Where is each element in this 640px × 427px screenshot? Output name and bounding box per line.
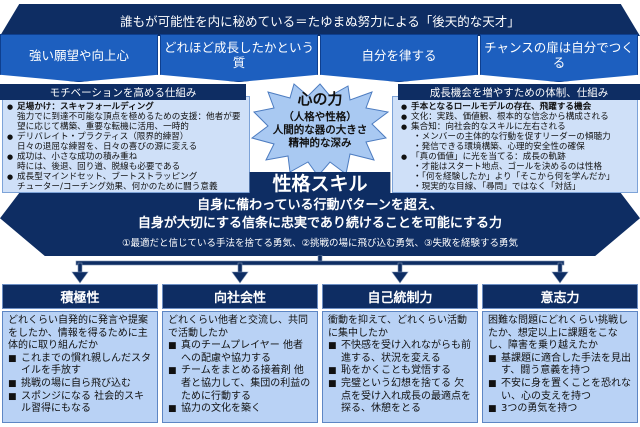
quality-box: どれほど成長したかという質: [160, 34, 318, 82]
column-title: 意志力: [482, 284, 638, 309]
column-title: 向社会性: [162, 284, 318, 309]
panel-bullet: 成長型マインドセット、ブートストラッピング: [7, 172, 245, 182]
column-intro: 衝動を抑えて、どれくらい活動に集中したか: [328, 315, 467, 339]
skill-desc: 自身に備わっている行動パターンを超え、: [197, 198, 443, 213]
column-item: チームをまとめる接着剤 他者と協力して、集団の利益のために行動する: [168, 365, 312, 403]
column-body: 困難な問題にどれくらい挑戦したか、想定以上に課題をこなし、障害を乗り越えたか基課…: [482, 311, 638, 423]
arrow-icon: [71, 262, 89, 284]
column-self-control: 自己統制力衝動を抑えて、どれくらい活動に集中したか不快感を受け入れながらも前進す…: [322, 284, 478, 424]
column-item: 基課題に適合した手法を見出す、闘う意義を持つ: [488, 353, 632, 378]
column-item: これまでの慣れ親しんだスタイルを手放す: [8, 353, 152, 378]
quality-box: 自分を律する: [320, 34, 478, 82]
connector-arrows: [71, 255, 569, 284]
panel-subitem: ・発信できる環境構築、心理的安全性の確保: [413, 142, 585, 152]
column-intro: 困難な問題にどれくらい挑戦したか、想定以上に課題をこなし、障害を乗り越えたか: [488, 315, 628, 352]
panel-bullet: 足場かけ：スキャフォールディング: [7, 102, 245, 112]
panel-bullet: デリバレイト・プラクティス（限界的練習）: [7, 132, 245, 142]
arrow-icon: [391, 262, 409, 284]
panel-subitem: 日々の退屈な練習を、日々の喜びの源に変える: [17, 142, 198, 152]
panel-bullet: 成功は、小さな成功の積み重ね: [7, 152, 245, 162]
panel-subitem: 時には、後退、回り道、脱線も必要である: [17, 162, 181, 172]
center-line: 人間的な器の大きさ: [272, 124, 368, 136]
arrow-icon: [231, 262, 249, 284]
center-line: 精神的な深み: [288, 137, 352, 149]
column-title: 自己統制力: [322, 284, 478, 309]
column-item: 不安に身を置くことを恐れない、心の支えを持つ: [488, 378, 632, 403]
panel-subitem: ・現実的な目線、「尋問」ではなく「対話」: [413, 182, 581, 192]
panel-bullet: 手本となるロールモデルの存在、飛躍する機会: [401, 102, 633, 112]
left-panel: 足場かけ：スキャフォールディング強力でに到達不可能な頂点を極めるための支援：他者…: [2, 96, 250, 193]
column-item: 不快感を受け入れながらも前進する、状況を変える: [328, 340, 472, 365]
column-item: 完璧という幻想を捨てる 欠点を受け入れ成長の最適点を探る、休憩をとる: [328, 378, 472, 416]
column-proactivity: 積極性どれくらい自発的に発言や提案をしたか、情報を得るために主体的に取り組んだか…: [2, 284, 158, 424]
column-body: どれくらい自発的に発言や提案をしたか、情報を得るために主体的に取り組んだかこれま…: [2, 311, 158, 423]
top-banner: 誰もが可能性を内に秘めている＝たゆまぬ努力による「後天的な天才」: [0, 4, 640, 36]
arrow-icon: [551, 262, 569, 284]
quality-box: チャンスの扉は自分でつくる: [480, 34, 638, 82]
panel-bullet: 文化：実践、価値観、根本的な信念から構成される: [401, 112, 633, 122]
center-title: 心の力: [297, 90, 343, 108]
panel-bullet: 集合知：向社会的なスキルに左右される: [401, 122, 633, 132]
center-label: 心の力 （人格や性格） 人間的な器の大きさ 精神的な深み: [260, 88, 380, 150]
right-panel: 手本となるロールモデルの存在、飛躍する機会文化：実践、価値観、根本的な信念から構…: [392, 96, 638, 193]
column-item: 挑戦の場に自ら飛び込む: [8, 378, 152, 391]
left-panel-title: モチベーションを高める仕組み: [0, 84, 246, 100]
center-line: （人格や性格）: [283, 111, 357, 123]
column-willpower: 意志力困難な問題にどれくらい挑戦したか、想定以上に課題をこなし、障害を乗り越えた…: [482, 284, 638, 424]
column-body: 衝動を抑えて、どれくらい活動に集中したか不快感を受け入れながらも前進する、状況を…: [322, 311, 478, 423]
column-intro: どれくらい他者と交流し、共同で活動したか: [168, 315, 308, 339]
skill-title: 性格スキル: [272, 173, 368, 195]
column-intro: どれくらい自発的に発言や提案をしたか、情報を得るために主体的に取り組んだか: [8, 315, 148, 352]
panel-subitem: チューター/コーチング効果、何かのために闘う意義: [17, 182, 218, 192]
panel-subitem: ・メンバーの主体的な行動を促すリーダーの傾聴力: [413, 132, 611, 142]
panel-subitem: ・才能はスタート地点、ゴールを決めるのは性格: [413, 162, 603, 172]
column-body: どれくらい他者と交流し、共同で活動したか真のチームプレイヤー 他者への配慮や協力…: [162, 311, 318, 423]
panel-subitem: 強力でに到達不可能な頂点を極めるための支援：他者が要望に応じて構築、重要な転機に…: [17, 112, 241, 132]
skill-desc: 自身が大切にする信条に忠実であり続けることを可能にする力: [137, 216, 503, 231]
column-item: 協力の文化を築く: [168, 403, 312, 416]
quality-box: 強い願望や向上心: [0, 34, 158, 82]
column-title: 積極性: [2, 284, 158, 309]
column-item: 3つの勇気を持つ: [488, 403, 632, 416]
column-item: 恥をかくことも覚悟する: [328, 365, 472, 378]
right-panel-title: 成長機会を増やすための体制、仕組み: [398, 84, 640, 100]
panel-bullet: 「真の価値」に光を当てる：成長の軌跡: [401, 152, 633, 162]
panel-subitem: ・「何を経験したか」より「そこから何を学んだか」: [413, 172, 615, 182]
column-item: スポンジになる 社会的スキル習得にもなる: [8, 391, 152, 416]
column-item: 真のチームプレイヤー 他者への配慮や協力する: [168, 340, 312, 365]
skill-courage: ①最適だと信じている手法を捨てる勇気、②挑戦の場に飛び込む勇気、③失敗を経験する…: [121, 238, 519, 249]
